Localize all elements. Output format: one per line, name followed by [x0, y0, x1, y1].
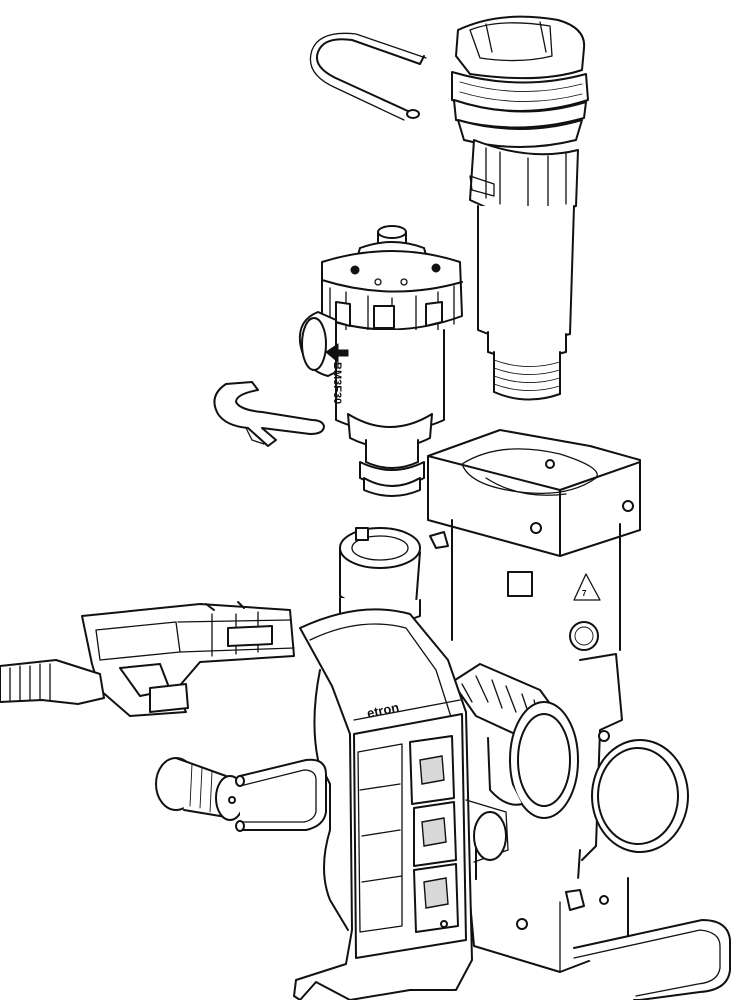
check-valve-cartridge: [451, 15, 589, 401]
o-ring-seal: [591, 739, 689, 853]
mixing-valve-insert: [298, 225, 463, 497]
wire-u-clip-bottom: [573, 919, 731, 1000]
check-plug: [155, 757, 245, 821]
lever-handle: [0, 601, 295, 717]
svg-text:7: 7: [582, 589, 587, 598]
brand-mark: etron: [366, 699, 401, 720]
wire-u-clip-middle: [235, 758, 327, 832]
wire-u-clip-top: [309, 32, 427, 121]
retaining-spring-clip: [213, 381, 325, 447]
valve-code-label: BM3F30: [331, 362, 343, 404]
mounting-bracket: [293, 608, 509, 1000]
